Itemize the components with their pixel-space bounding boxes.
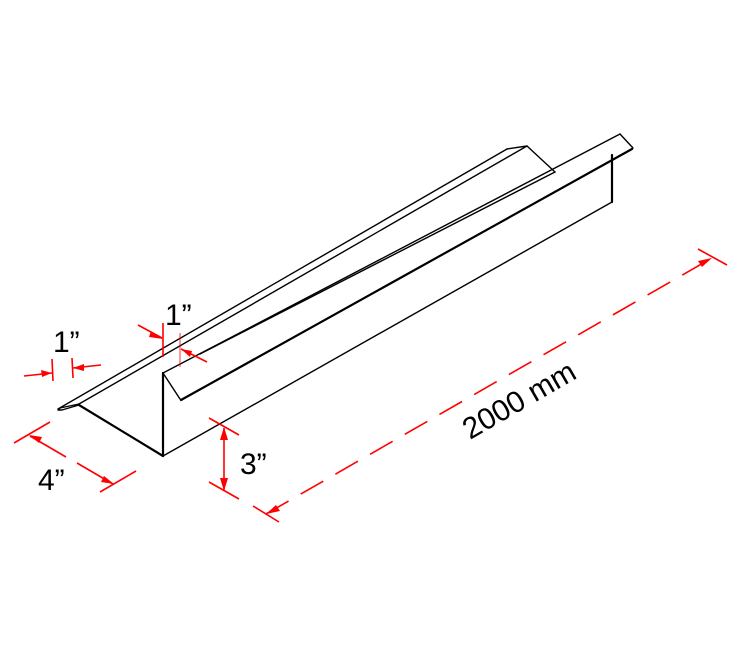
dimension-base-width [13, 421, 137, 493]
flange-outer-top-edge [57, 148, 508, 410]
lip-width-label: 1” [165, 299, 192, 332]
height-label: 3” [240, 448, 267, 481]
lip-front-edge [162, 372, 183, 401]
web-top-edge [162, 133, 621, 374]
bottom-edge [162, 201, 613, 457]
dimension-length [252, 248, 728, 523]
dimension-flange-width [23, 357, 102, 382]
flange-width-label: 1” [53, 326, 80, 359]
profile-outline [57, 133, 634, 458]
flange-front-edge [57, 403, 80, 411]
dimension-height [208, 417, 240, 500]
lip-long-edge [179, 147, 634, 402]
flange-back-end [506, 145, 556, 173]
sloped-face-front-edge [77, 403, 165, 458]
valley-line [199, 171, 556, 355]
base-width-label: 4” [38, 464, 65, 497]
flange-inner-top-edge [78, 145, 528, 405]
lip-back-end [619, 133, 634, 149]
dimension-lip-width [137, 323, 208, 367]
